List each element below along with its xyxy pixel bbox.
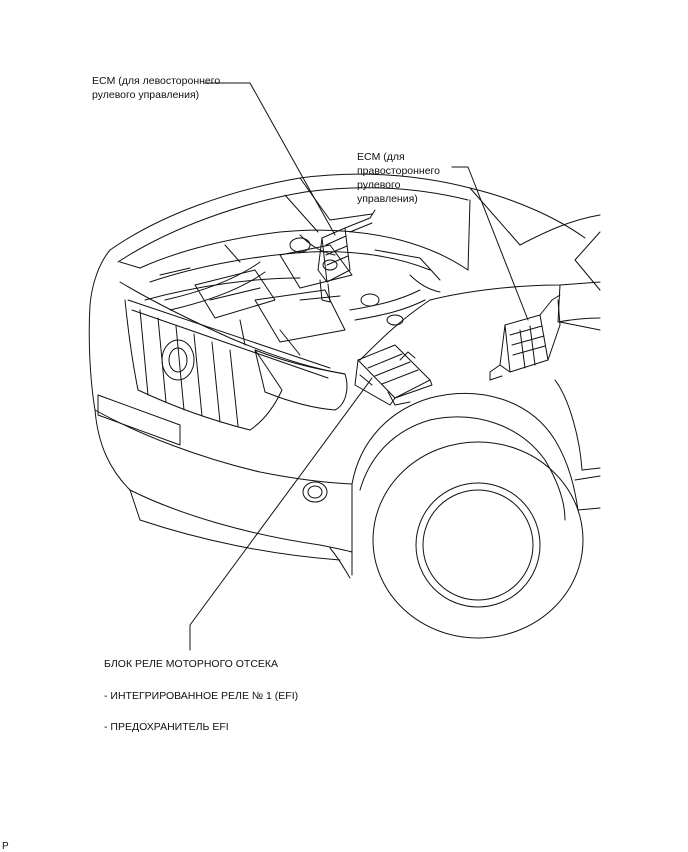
leader-lines bbox=[189, 82, 529, 651]
label-ecm-lhd: ECM (для левостороннего рулевого управле… bbox=[92, 74, 220, 102]
front-fascia bbox=[88, 249, 353, 579]
label-ecm-rhd-line2: правостороннего bbox=[357, 165, 441, 177]
leader-ecm-lhd bbox=[204, 82, 336, 236]
label-ecm-lhd-line2: рулевого управления) bbox=[92, 89, 200, 101]
label-ecm-rhd: ECM (для правостороннего рулевого управл… bbox=[357, 150, 440, 206]
right-fender bbox=[359, 214, 601, 471]
front-wheel bbox=[351, 392, 601, 639]
leader-ecm-rhd bbox=[451, 166, 529, 321]
label-ecm-rhd-line4: управления) bbox=[357, 193, 418, 205]
label-integrated-relay: - ИНТЕГРИРОВАННОЕ РЕЛЕ № 1 (EFI) bbox=[104, 690, 299, 702]
label-ecm-lhd-line1: ECM (для левостороннего bbox=[92, 75, 221, 87]
label-ecm-rhd-line3: рулевого bbox=[357, 179, 401, 191]
label-relay-block: БЛОК РЕЛЕ МОТОРНОГО ОТСЕКА bbox=[104, 658, 279, 670]
label-efi-fuse: - ПРЕДОХРАНИТЕЛЬ EFI bbox=[104, 721, 229, 733]
ecm-lhd-component bbox=[317, 209, 376, 303]
engine-compartment bbox=[119, 199, 471, 379]
relay-block-component bbox=[354, 344, 433, 406]
corner-mark: P bbox=[2, 841, 9, 852]
ecm-rhd-component bbox=[489, 294, 561, 381]
leader-relay-block bbox=[189, 377, 373, 651]
label-ecm-rhd-line1: ECM (для bbox=[357, 151, 405, 163]
hood bbox=[109, 173, 586, 263]
